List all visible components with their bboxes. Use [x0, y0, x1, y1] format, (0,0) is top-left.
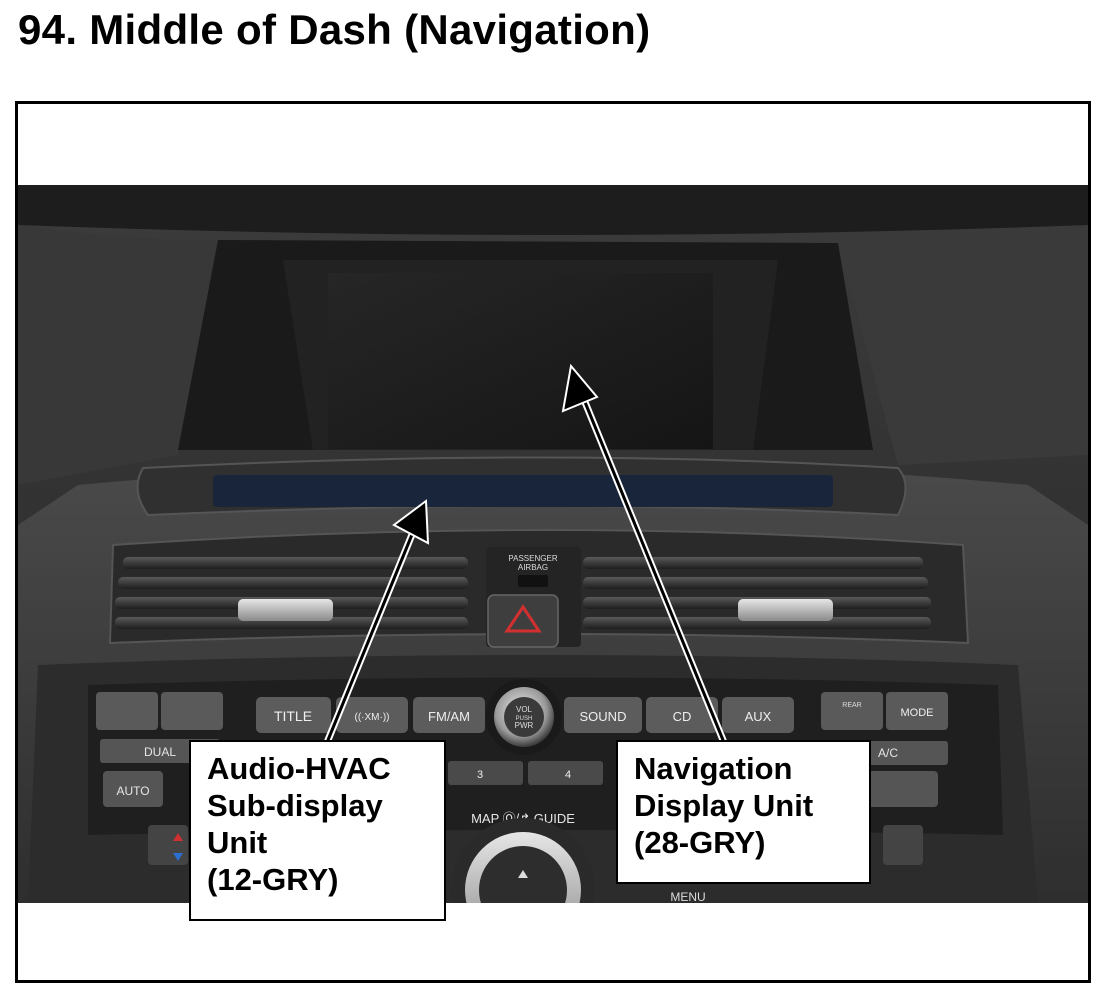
push-label: PUSH — [516, 716, 533, 722]
callout-line: Sub-display — [207, 788, 383, 823]
aux-button[interactable] — [722, 697, 794, 733]
mode-label: MODE — [901, 707, 934, 719]
fmam-button[interactable] — [413, 697, 485, 733]
title-button-label: TITLE — [274, 708, 312, 724]
callout-line: Display Unit — [634, 788, 814, 823]
xm-button[interactable] — [336, 697, 408, 733]
rear-button[interactable] — [821, 692, 883, 730]
preset-3-button[interactable] — [448, 761, 523, 785]
hazard-button[interactable] — [487, 594, 559, 648]
callout-line: Navigation — [634, 751, 793, 786]
passenger-airbag-label: PASSENGER — [508, 554, 557, 563]
navigation-display-callout: Navigation Display Unit (28-GRY) — [616, 740, 871, 884]
audio-hvac-callout: Audio-HVAC Sub-display Unit (12-GRY) — [189, 740, 446, 921]
arrow-to-navigation-display — [561, 363, 727, 744]
passenger-airbag-label-2: AIRBAG — [518, 563, 548, 572]
navigation-screen — [328, 273, 713, 449]
preset-4-button[interactable] — [528, 761, 603, 785]
right-air-vent — [583, 557, 931, 629]
cd-button[interactable] — [646, 697, 718, 733]
fmam-button-label: FM/AM — [428, 709, 470, 724]
aux-button-label: AUX — [745, 709, 772, 724]
title-button[interactable] — [256, 697, 331, 733]
left-air-vent — [115, 557, 468, 629]
mode-button[interactable] — [886, 692, 948, 730]
callout-line: (12-GRY) — [207, 862, 339, 897]
callout-line: (28-GRY) — [634, 825, 766, 860]
auto-button[interactable] — [103, 771, 163, 807]
xm-button-label: ((·XM·)) — [355, 712, 390, 723]
vol-label: VOL — [516, 705, 533, 714]
sub-display-screen — [213, 475, 833, 507]
sound-button[interactable] — [564, 697, 642, 733]
menu-label: MENU — [670, 890, 705, 903]
dashboard-photo: PASSENGER AIRBAG DUAL AUTO TITLE ((·XM·)… — [18, 185, 1088, 903]
figure-frame: PASSENGER AIRBAG DUAL AUTO TITLE ((·XM·)… — [15, 101, 1091, 983]
sound-button-label: SOUND — [580, 709, 627, 724]
dual-label: DUAL — [144, 745, 176, 759]
callout-line: Unit — [207, 825, 268, 860]
arrow-to-sub-display — [324, 499, 430, 744]
auto-label: AUTO — [116, 784, 149, 798]
preset-3-label: 3 — [477, 769, 483, 781]
rear-defrost-button[interactable] — [96, 692, 158, 730]
fan-button[interactable] — [868, 771, 938, 807]
front-defrost-button[interactable] — [161, 692, 223, 730]
pwr-label: PWR — [515, 721, 534, 730]
page-title: 94. Middle of Dash (Navigation) — [18, 6, 651, 53]
preset-4-label: 4 — [565, 769, 571, 781]
callout-line: Audio-HVAC — [207, 751, 391, 786]
rear-label: REAR — [842, 702, 861, 709]
ac-label: A/C — [878, 746, 898, 760]
cd-button-label: CD — [673, 709, 692, 724]
